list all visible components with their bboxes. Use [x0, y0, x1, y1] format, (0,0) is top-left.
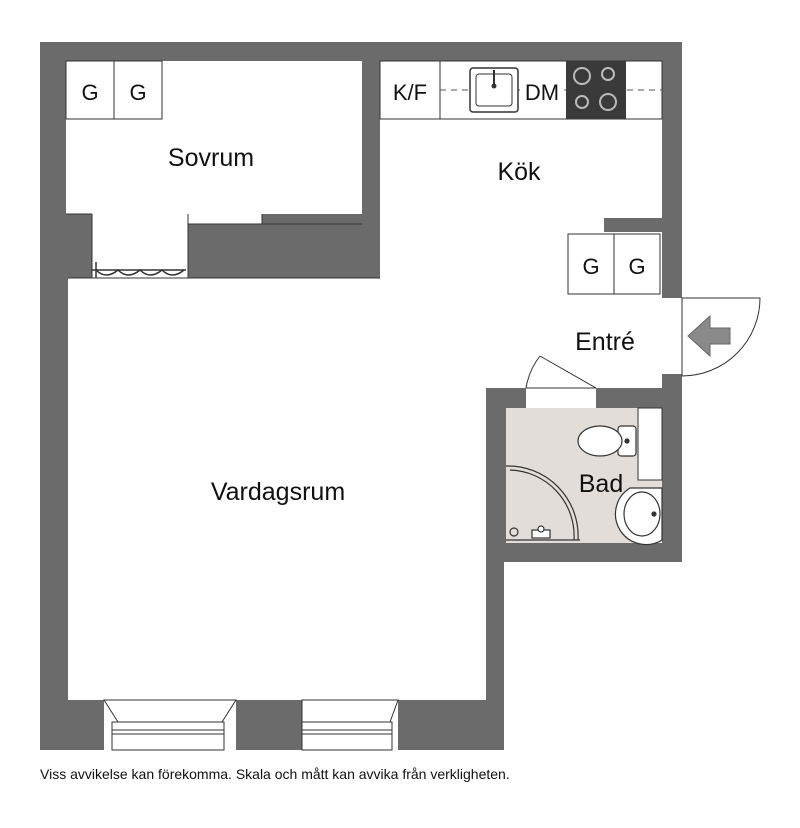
dishwasher-label: DM: [525, 80, 559, 105]
room-label-bad: Bad: [579, 470, 623, 498]
room-label-sovrum: Sovrum: [168, 144, 254, 172]
wardrobe-label: G: [129, 80, 146, 105]
bathroom-door: [525, 355, 597, 389]
room-label-kok: Kök: [497, 158, 541, 186]
curtain-divider: [92, 262, 186, 278]
shower-icon: [505, 465, 580, 541]
toilet-icon: [577, 425, 637, 457]
wardrobe-label: G: [582, 254, 599, 279]
window-left: [103, 699, 237, 751]
entry-door: [681, 297, 761, 377]
wardrobe-entry: [567, 233, 661, 295]
wardrobe-label: G: [81, 80, 98, 105]
washbasin-icon: [614, 487, 663, 546]
room-label-entre: Entré: [575, 328, 635, 356]
wardrobe-label: G: [628, 254, 645, 279]
disclaimer-text: Viss avvikelse kan förekomma. Skala och …: [40, 766, 510, 782]
sink-icon: [469, 67, 519, 113]
stove-icon: [566, 61, 626, 119]
room-label-vardagsrum: Vardagsrum: [211, 478, 345, 506]
walls: [40, 42, 682, 750]
window-right: [301, 699, 399, 751]
entry-arrow-icon: [687, 314, 731, 358]
fridge-freezer-label: K/F: [393, 80, 427, 105]
wardrobe-sovrum: [65, 60, 163, 120]
bathroom-cabinet: [637, 407, 663, 481]
